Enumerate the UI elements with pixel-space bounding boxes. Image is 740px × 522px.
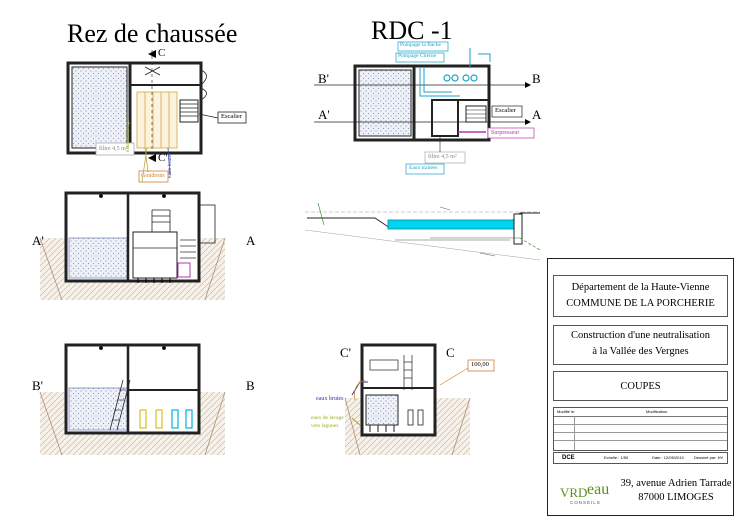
company-logo: VRD eau CONSEILS [556, 481, 616, 513]
title-block-department: Département de la Haute-Vienne COMMUNE D… [553, 275, 728, 317]
company-address: 39, avenue Adrien Tarrade 87000 LIMOGES [620, 477, 732, 505]
department-text: Département de la Haute-Vienne [571, 282, 710, 293]
address-line2: 87000 LIMOGES [638, 492, 714, 503]
revision-column-divider [574, 416, 575, 450]
secc-eaux-brutes-label: eaux brutes [316, 396, 344, 402]
dce-label: DCE [562, 455, 575, 461]
revision-row [554, 432, 727, 433]
section-a [39, 191, 226, 301]
revision-header: Modifié le: Modification [554, 408, 727, 417]
sec-mark-c-right: C [446, 345, 455, 360]
title-block: Département de la Haute-Vienne COMMUNE D… [547, 258, 734, 516]
plan-mark-a-right: A [532, 107, 542, 122]
modifie-le-header: Modifié le: [557, 409, 576, 414]
revision-row [554, 424, 727, 425]
mark-c-top: C [158, 47, 166, 59]
rdc1-escalier-label: Escalier [495, 107, 516, 114]
rdc1-title: RDC -1 [371, 16, 453, 45]
pipe-profile [304, 202, 541, 261]
secc-vers-lagunes-label: vers lagunes [311, 423, 339, 429]
commune-text: COMMUNE DE LA PORCHERIE [566, 298, 715, 309]
address-line1: 39, avenue Adrien Tarrade [620, 478, 732, 489]
rdc-escalier-label: Escalier [221, 113, 242, 120]
rdc-title: Rez de chaussée [67, 19, 238, 48]
mark-a-right: A [246, 233, 256, 248]
section-b [39, 343, 226, 456]
rdc1-pompage-bache-label: Pompage la Bache [400, 42, 441, 48]
rdc1-filtre-label: filtre 4,5 m² [428, 154, 457, 160]
sec-mark-c-left: C' [340, 345, 352, 360]
revision-table: Modifié le: Modification [553, 407, 728, 451]
title-block-project: Construction d'une neutralisation à la V… [553, 325, 728, 365]
rdc-eaux-lavage-label: eaux de lavage [125, 119, 131, 152]
plan-mark-b-left: B' [318, 71, 330, 86]
mark-b-left: B' [32, 378, 44, 393]
rdc1-eaux-traitees-label: Eaux traitées [409, 165, 438, 171]
info-strip: DCE Echelle : 1/50 Date : 12/05/2010 Des… [553, 452, 728, 464]
rdc1-surpresseur-label: Surpresseur [491, 130, 520, 136]
logo-eau: eau [587, 481, 610, 498]
mark-b-right: B [246, 378, 255, 393]
mark-a-left: A' [32, 233, 44, 248]
revision-row [554, 440, 727, 441]
project-line1: Construction d'une neutralisation [571, 330, 710, 341]
rdc-filtre-label: filtre 4,5 m² [99, 146, 128, 152]
logo-sub: CONSEILS [570, 500, 601, 505]
mark-c-bottom: C' [158, 152, 168, 164]
project-line2: à la Vallée des Vergnes [592, 346, 689, 357]
rdc1-pompage-citerne-label: Pompage Citerne [398, 53, 437, 59]
secc-eaux-lavage-label: eaux de lavage [311, 415, 344, 421]
rdc-eaux-brutes-label: eaux brutes [167, 152, 173, 178]
rdc-goudrons-label: Goudrons [141, 173, 165, 179]
modification-header: Modification [646, 409, 668, 414]
rdc-plan [66, 50, 247, 183]
drawn-by-label: Dessiné par: HV [694, 455, 724, 460]
scale-label: Echelle : 1/50 [604, 455, 629, 460]
sheet-title: COUPES [553, 371, 728, 401]
plan-mark-a-left: A' [318, 107, 330, 122]
section-c [344, 343, 495, 456]
plan-mark-b-right: B [532, 71, 541, 86]
logo-vrd: VRD [560, 485, 588, 500]
rdc1-plan [314, 41, 535, 175]
date-label: Date : 12/05/2010 [652, 455, 684, 460]
secc-level-label: 100,00 [471, 361, 489, 368]
